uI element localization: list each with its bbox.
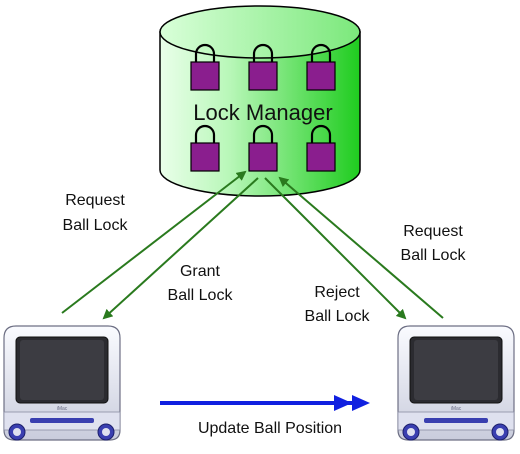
reject-lock-arrow (264, 177, 407, 320)
left-computer-brand: iMac (57, 406, 68, 412)
request-lock-arrow-left (61, 170, 247, 314)
request-lock-label-left-line2: Ball Lock (63, 217, 129, 234)
request-lock-label-right-line2: Ball Lock (401, 247, 467, 264)
grant-lock-label-line2: Ball Lock (168, 287, 234, 304)
lock-icon (190, 43, 220, 91)
lock-icon (248, 124, 278, 172)
grant-lock-label-line1: Grant (180, 263, 221, 280)
lock-icon (248, 43, 278, 91)
request-lock-arrow-right (278, 176, 444, 319)
request-lock-label-right-line1: Request (403, 223, 463, 240)
left-computer: iMac (3, 325, 121, 441)
lock-icon (190, 124, 220, 172)
lock-icon (306, 43, 336, 91)
reject-lock-label-line1: Reject (314, 284, 360, 301)
lock-icon (306, 124, 336, 172)
lock-manager-label: Lock Manager (193, 100, 332, 125)
right-computer: iMac (397, 325, 515, 441)
request-lock-label-left-line1: Request (65, 192, 125, 209)
grant-lock-arrow (102, 177, 259, 320)
update-position-arrow (160, 395, 370, 411)
right-computer-brand: iMac (451, 406, 462, 412)
reject-lock-label-line2: Ball Lock (305, 308, 371, 325)
update-position-label: Update Ball Position (198, 420, 342, 437)
